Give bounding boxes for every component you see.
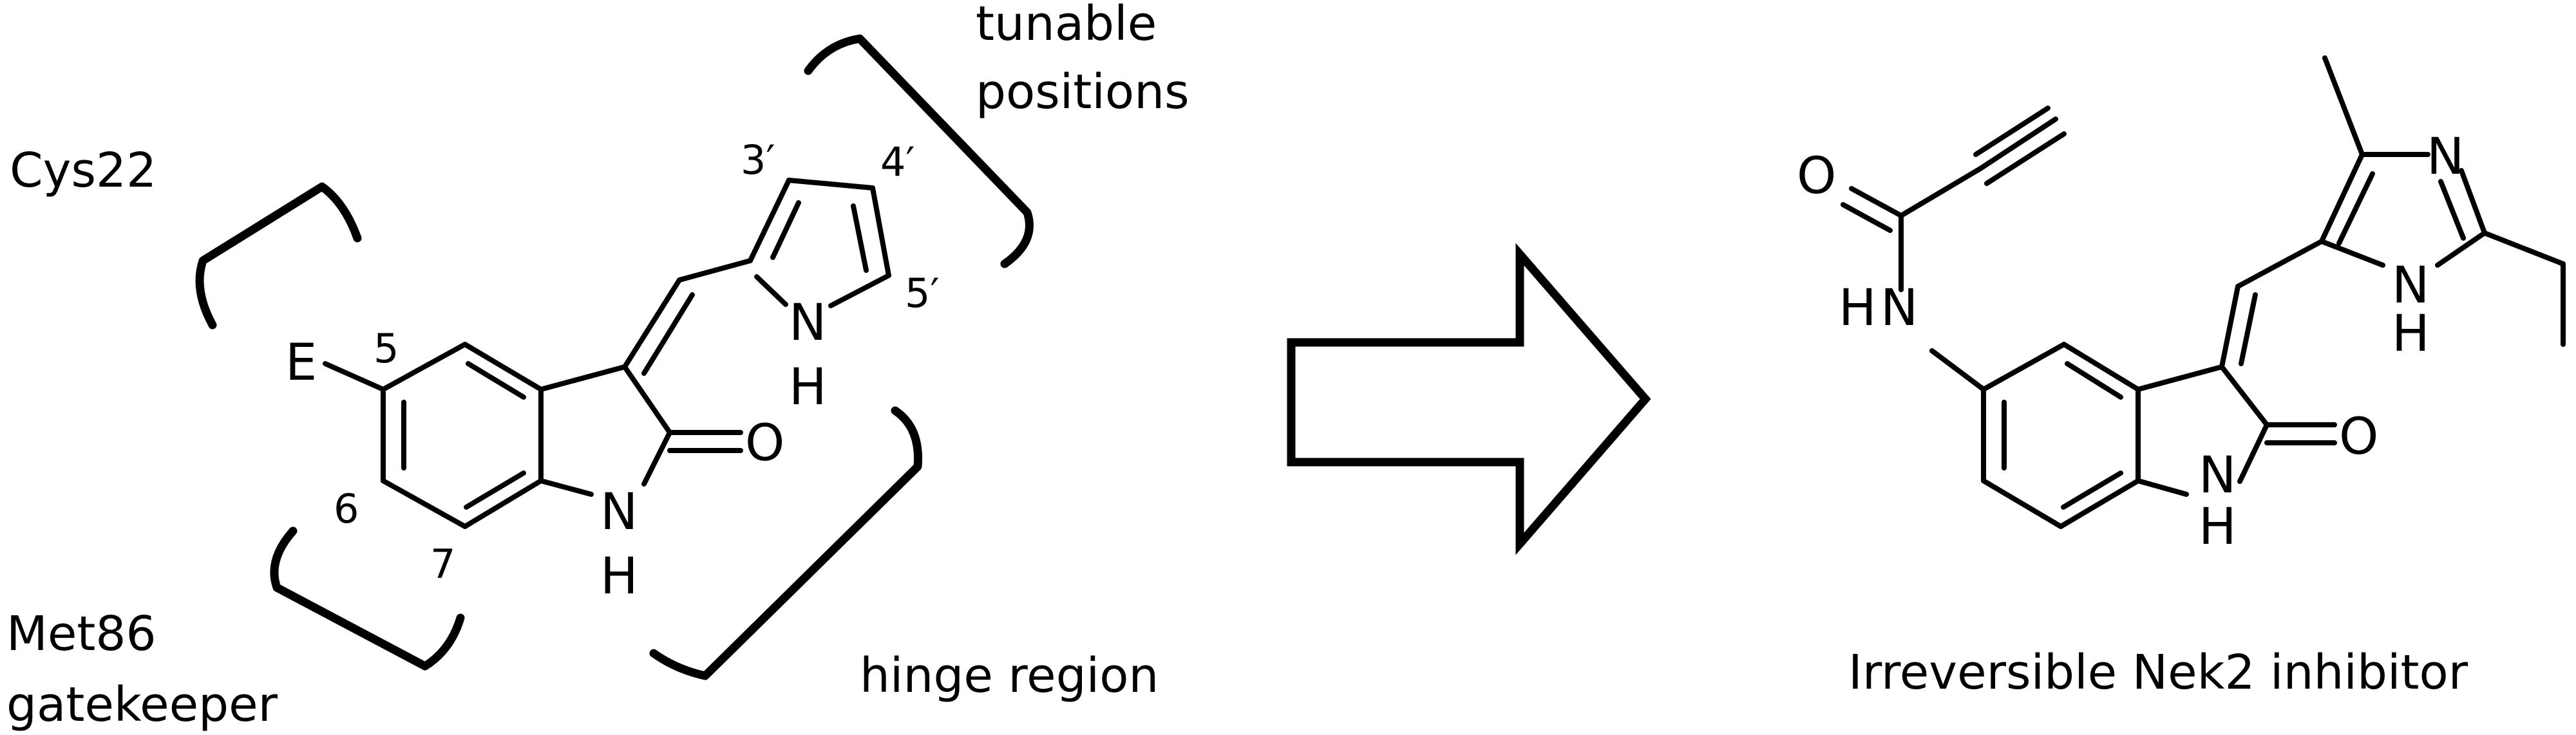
label-positions: positions (976, 64, 1189, 120)
oxindole-nitrogen: N (2199, 447, 2236, 505)
bond (538, 364, 627, 392)
bond (2435, 230, 2487, 268)
carbonyl-oxygen: O (1797, 147, 1836, 205)
bond (870, 185, 891, 278)
imidazole-nh-nitrogen: N (2392, 257, 2429, 315)
aromatic-bond (464, 470, 526, 510)
atom-e: E (285, 334, 317, 392)
bracket-met86 (270, 526, 465, 671)
bond (828, 273, 891, 308)
bond (2219, 364, 2269, 427)
bond (1929, 348, 1986, 392)
bond (2219, 284, 2240, 369)
bond (1841, 202, 1893, 233)
bond (2235, 239, 2324, 289)
bond (323, 361, 386, 392)
right-arrow-outline-icon (1287, 243, 1651, 555)
position-7: 7 (430, 541, 455, 588)
bond (622, 364, 672, 435)
bond (1973, 106, 2050, 157)
bond (1899, 166, 1983, 218)
bond (462, 342, 544, 392)
aromatic-bond (2061, 470, 2123, 510)
bond (2459, 168, 2487, 236)
aromatic-bond (770, 200, 801, 260)
bond (1981, 478, 2063, 529)
aromatic-bond (2438, 179, 2466, 241)
bracket-hinge (649, 406, 923, 680)
bond (2319, 152, 2365, 244)
imidazole-nitrogen: N (2427, 128, 2464, 186)
bond (462, 478, 544, 529)
bond (754, 274, 788, 307)
position-4-prime: 4′ (880, 138, 915, 185)
bond (2136, 478, 2189, 497)
bond (381, 342, 468, 392)
inhibitor-structure (1841, 55, 2566, 529)
imidazole-hydrogen: H (2392, 305, 2430, 363)
bond (786, 178, 875, 191)
label-cys22: Cys22 (10, 143, 156, 198)
bond (1978, 116, 2058, 171)
bond (2319, 239, 2385, 268)
aromatic-bond (2336, 171, 2375, 246)
label-tunable: tunable (976, 0, 1157, 51)
bond (2237, 422, 2269, 484)
position-5-prime: 5′ (905, 270, 940, 317)
bond (2136, 364, 2224, 392)
position-5: 5 (374, 325, 399, 372)
label-hinge-region: hinge region (860, 648, 1159, 703)
bond (677, 258, 753, 283)
bond (622, 277, 682, 369)
bond (1984, 131, 2067, 186)
aromatic-bond (466, 361, 526, 400)
position-3-prime: 3′ (741, 136, 775, 183)
bracket-cys22 (195, 182, 362, 330)
bond (381, 478, 468, 529)
atom-nitrogen: N (600, 483, 638, 541)
label-gatekeeper: gatekeeper (6, 677, 278, 732)
bond (748, 178, 791, 263)
bond (1849, 186, 1904, 218)
bond (641, 430, 672, 487)
pyrrole-hydrogen: H (789, 358, 827, 416)
label-met86: Met86 (6, 606, 156, 662)
bond (2482, 230, 2566, 266)
aromatic-bond (2065, 361, 2123, 400)
oxindole-oxygen: O (2339, 408, 2378, 466)
bond (538, 478, 594, 497)
atom-hydrogen: H (600, 548, 638, 606)
amide-hydrogen: H (1839, 279, 1877, 337)
bond (2239, 292, 2258, 366)
bond (2061, 342, 2141, 392)
bond (2058, 478, 2141, 529)
position-6: 6 (334, 485, 359, 532)
inhibitor-caption: Irreversible Nek2 inhibitor (1848, 645, 2468, 700)
amide-nitrogen: N (1880, 279, 1918, 337)
aromatic-bond (851, 203, 869, 273)
oxindole-hydrogen: H (2199, 498, 2237, 556)
bond (2322, 55, 2365, 157)
bond (1981, 342, 2067, 392)
atom-oxygen: O (745, 414, 784, 472)
bond (641, 292, 695, 376)
scaffold-structure (323, 178, 891, 529)
pyrrole-nitrogen: N (789, 294, 826, 352)
bracket-tunable (804, 34, 1034, 268)
